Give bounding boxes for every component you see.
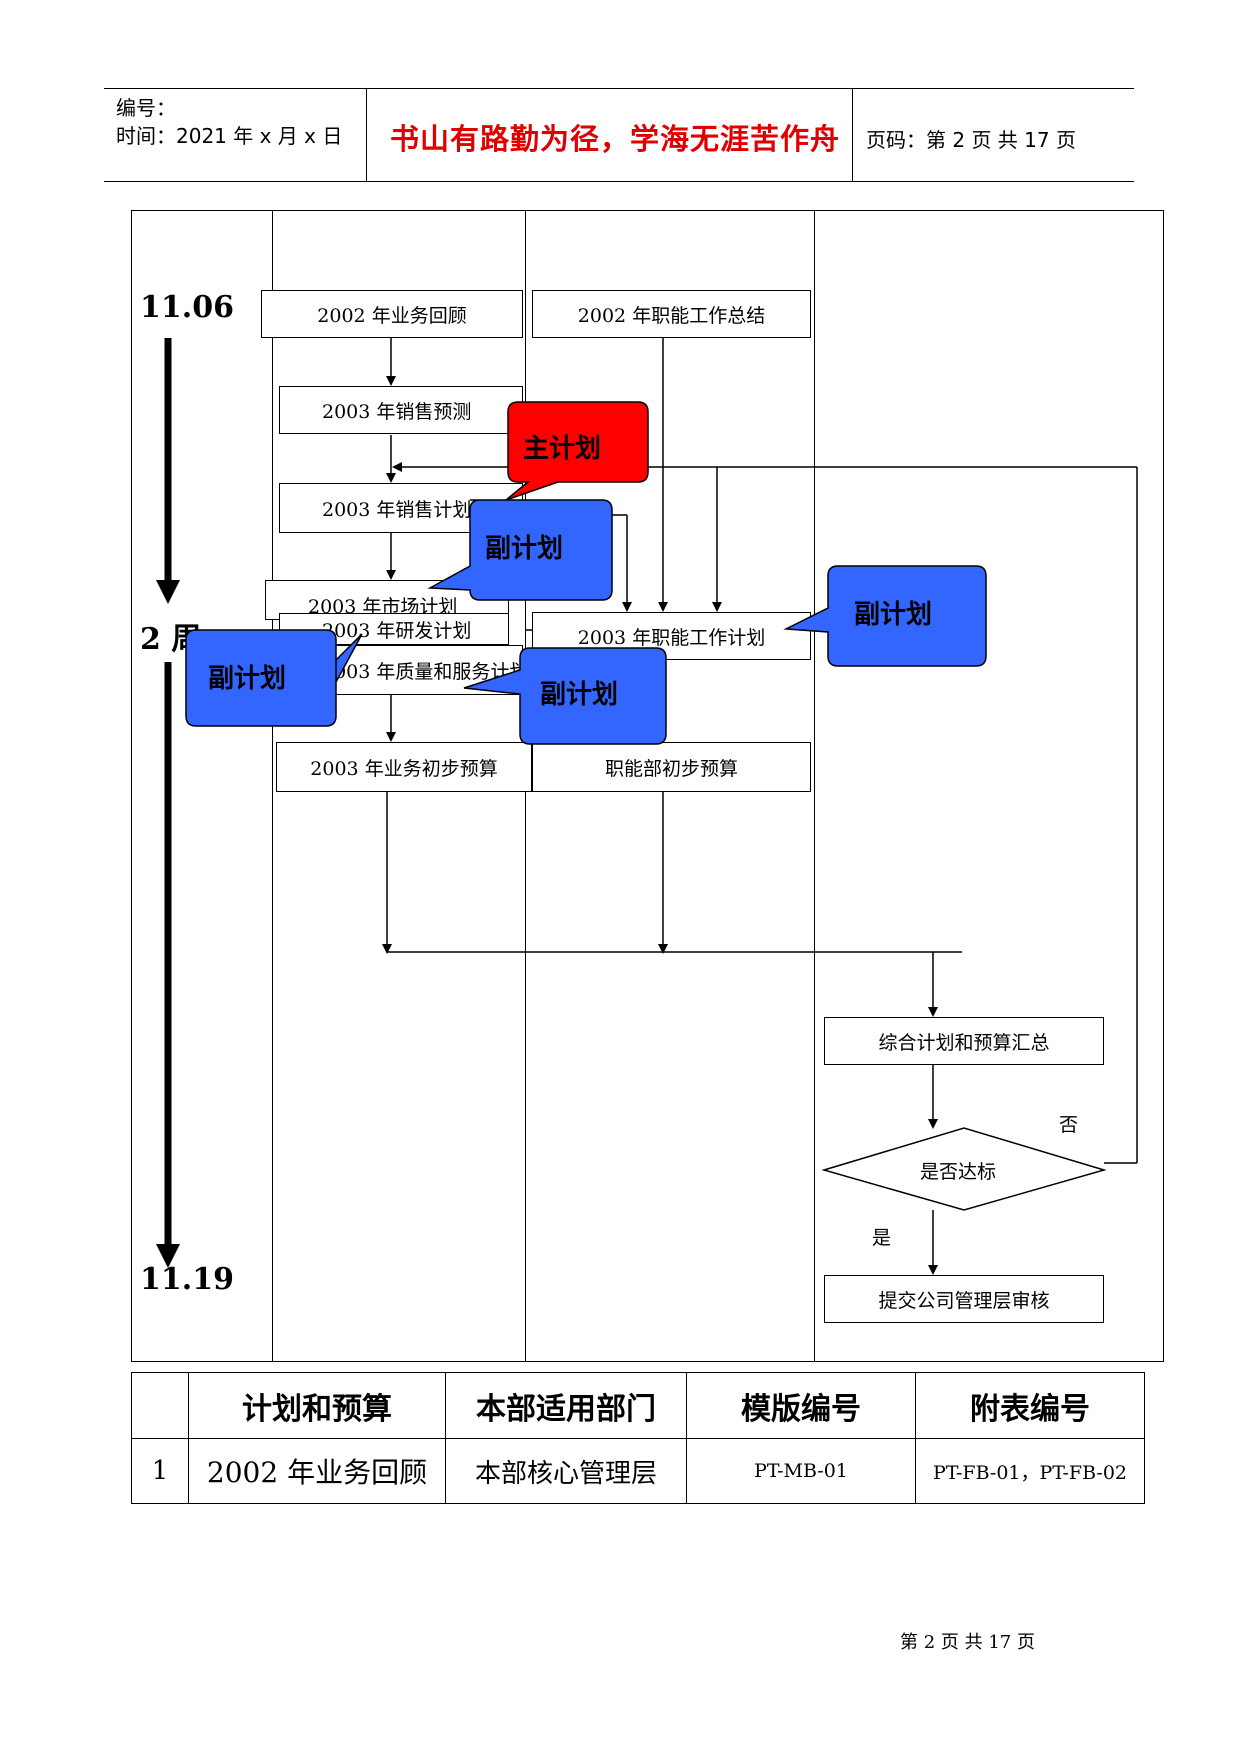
plan-budget-table: 计划和预算 本部适用部门 模版编号 附表编号 1 2002 年业务回顾 本部核心… — [131, 1372, 1145, 1504]
callout-main-text: 主计划 — [523, 434, 602, 464]
callout-main-shape — [505, 401, 649, 501]
decision-label: 是否达标 — [920, 1161, 997, 1183]
page-indicator: 页码：第 2 页 共 17 页 — [866, 128, 1076, 152]
box-2003-function-plan: 2003 年职能工作计划 — [532, 612, 811, 660]
box-function-budget: 职能部初步预算 — [532, 742, 811, 792]
callout-sub1-text: 副计划 — [485, 534, 564, 564]
table-row: 1 2002 年业务回顾 本部核心管理层 PT-MB-01 PT-FB-01，P… — [131, 1438, 1145, 1504]
table-cell-attachment: PT-FB-01，PT-FB-02 — [915, 1438, 1145, 1504]
header-top-rule — [104, 88, 1134, 89]
table-header-plan: 计划和预算 — [188, 1372, 446, 1439]
box-submit-review: 提交公司管理层审核 — [824, 1275, 1104, 1323]
header-divider-left — [366, 88, 367, 182]
table-header-index — [131, 1372, 189, 1439]
doc-time-label: 时间：2021 年 x 月 x 日 — [116, 124, 343, 148]
callout-sub1-shape — [427, 499, 613, 601]
header-motto: 书山有路勤为径，学海无涯苦作舟 — [390, 122, 841, 156]
box-2002-business-review: 2002 年业务回顾 — [261, 290, 523, 338]
table-header-department: 本部适用部门 — [445, 1372, 687, 1439]
no-branch-label: 否 — [1059, 1114, 1079, 1136]
callout-sub4-shape — [783, 565, 987, 667]
doc-number-label: 编号： — [116, 96, 176, 120]
timeline-start: 11.06 — [140, 290, 234, 325]
header-bottom-rule — [104, 181, 1134, 182]
box-2003-business-budget: 2003 年业务初步预算 — [276, 742, 532, 792]
callout-sub2-text: 副计划 — [208, 664, 287, 694]
table-cell-index: 1 — [131, 1438, 189, 1504]
table-header-row: 计划和预算 本部适用部门 模版编号 附表编号 — [131, 1372, 1145, 1439]
lane-divider-3 — [814, 210, 815, 1362]
lane-divider-1 — [272, 210, 273, 1362]
box-2003-sales-forecast: 2003 年销售预测 — [279, 386, 523, 434]
header-divider-right — [852, 88, 853, 182]
table-cell-plan: 2002 年业务回顾 — [188, 1438, 446, 1504]
table-header-template: 模版编号 — [686, 1372, 916, 1439]
callout-sub3-text: 副计划 — [540, 680, 619, 710]
box-2002-function-summary: 2002 年职能工作总结 — [532, 290, 811, 338]
table-cell-department: 本部核心管理层 — [445, 1438, 687, 1504]
timeline-end: 11.19 — [140, 1262, 234, 1297]
table-header-attachment: 附表编号 — [915, 1372, 1145, 1439]
yes-branch-label: 是 — [872, 1227, 892, 1249]
callout-sub4-text: 副计划 — [854, 600, 933, 630]
callout-sub2-shape — [185, 629, 363, 727]
callout-sub3-shape — [463, 647, 667, 745]
box-consolidate: 综合计划和预算汇总 — [824, 1017, 1104, 1065]
flowchart-frame — [131, 210, 1164, 1362]
table-cell-template: PT-MB-01 — [686, 1438, 916, 1504]
footer-page-number: 第 2 页 共 17 页 — [900, 1632, 1035, 1653]
